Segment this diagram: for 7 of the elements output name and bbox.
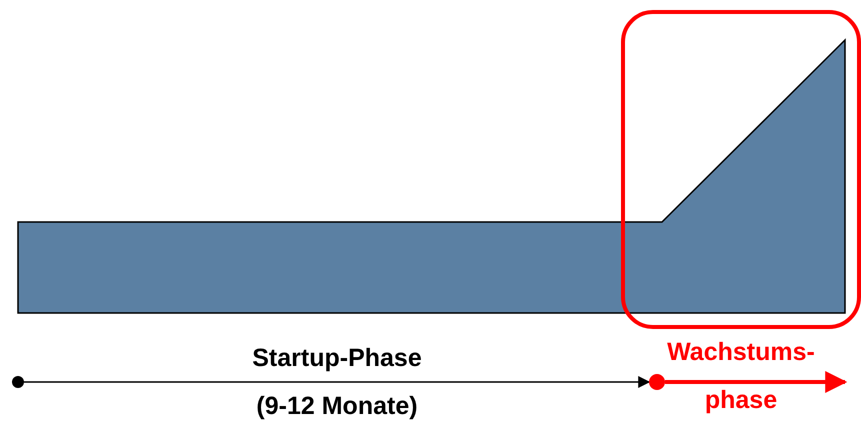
timeline-dot — [12, 376, 24, 388]
phase-label: Startup-Phase — [251, 343, 423, 374]
timeline-dot — [649, 374, 665, 390]
arrow — [665, 371, 848, 393]
arrow — [24, 376, 650, 388]
phase-label: (9-12 Monate) — [255, 391, 419, 421]
phase-label: Wachstums- phase — [666, 337, 816, 416]
